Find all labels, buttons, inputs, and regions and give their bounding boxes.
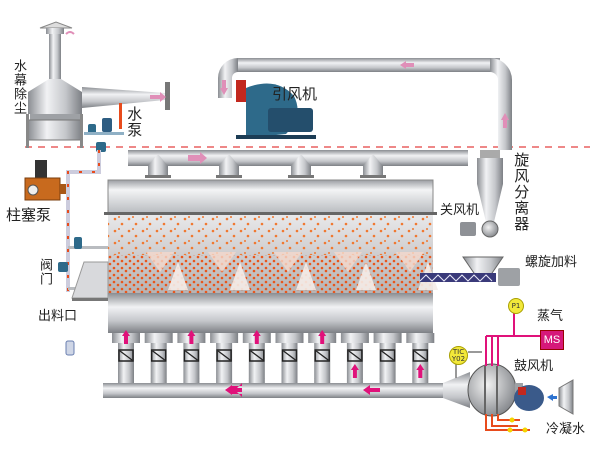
condensate-lines — [485, 414, 530, 433]
label-steam: 蒸气 — [537, 309, 564, 324]
manifold-hood — [216, 154, 242, 178]
spray-cone — [230, 262, 250, 290]
air-chamber — [275, 333, 304, 392]
manifold-hood — [145, 154, 171, 178]
valve-lower — [58, 262, 68, 272]
label-water-curtain-dust: 水幕除尘 — [10, 59, 26, 115]
dryer-body — [71, 179, 438, 333]
label-condensate: 冷凝水 — [546, 422, 586, 437]
airflow-up-arrow — [350, 364, 359, 378]
induced-fan — [236, 80, 316, 139]
airflow-up-arrow — [122, 330, 130, 344]
airflow-arrow — [225, 385, 242, 395]
manifold-hood — [360, 154, 386, 178]
spray-cone — [296, 262, 316, 290]
damper — [379, 349, 396, 362]
air-chamber — [242, 330, 271, 392]
plunger-pump — [24, 160, 68, 201]
cyclone-separator — [460, 150, 503, 238]
label-plunger-pump: 柱塞泵 — [6, 206, 52, 224]
damper — [118, 349, 134, 362]
exhaust-arrow-left — [150, 92, 166, 102]
screw-feeder — [419, 256, 520, 286]
label-valve: 阀门 — [36, 258, 52, 286]
airlock-fan — [460, 222, 476, 236]
label-screw-feeder: 螺旋加料 — [525, 255, 578, 270]
airflow-up-arrow — [416, 364, 425, 378]
updraft-arrow — [501, 113, 509, 128]
tic-label: TIC — [452, 347, 465, 356]
air-chamber — [308, 330, 337, 392]
spray-cone — [146, 252, 174, 272]
downdraft-arrow — [220, 80, 228, 95]
tic-id-label: Y02 — [451, 354, 466, 363]
water-pump — [84, 103, 124, 152]
exhaust-arrow — [400, 61, 414, 69]
air-chamber — [406, 333, 435, 392]
airflow-arrow — [363, 385, 380, 395]
steam-source-ms: MS — [540, 330, 564, 350]
air-chambers — [112, 330, 435, 392]
damper — [281, 349, 298, 362]
pressure-gauge-label: P1 — [511, 301, 521, 310]
airflow-up-arrow — [187, 330, 196, 344]
air-chamber — [177, 330, 206, 392]
damper — [183, 349, 200, 362]
spray-cone — [168, 262, 188, 290]
airflow-up-arrow — [318, 330, 327, 344]
airflow-up-arrow — [252, 330, 261, 344]
label-water-pump: 水泵 — [125, 106, 144, 138]
spray-cone — [334, 252, 362, 272]
label-airlock-fan: 关风机 — [440, 203, 480, 218]
label-cyclone-separator: 旋风分离器 — [512, 152, 531, 232]
exhaust-manifold — [128, 150, 468, 178]
label-induced-fan: 引风机 — [272, 85, 318, 103]
spray-cone — [396, 252, 424, 272]
sample-bottle — [65, 340, 75, 356]
damper — [216, 349, 232, 362]
label-blower: 鼓风机 — [514, 359, 554, 374]
air-header-pipe — [103, 383, 443, 398]
label-discharge-port: 出料口 — [38, 309, 78, 324]
induced-fan-duct — [218, 58, 512, 150]
steam-heater — [443, 363, 523, 417]
spray-cone — [356, 262, 376, 290]
water-curtain-dust-collector — [26, 21, 170, 148]
blower — [514, 379, 574, 415]
steam-lines — [455, 313, 550, 378]
damper — [314, 349, 330, 362]
spray-cone — [274, 252, 302, 272]
pressure-gauge-p1: P1 — [508, 298, 524, 314]
damper — [150, 349, 167, 362]
damper — [249, 349, 265, 362]
valve-upper — [74, 237, 82, 249]
air-chamber — [112, 330, 140, 392]
damper — [347, 349, 363, 362]
manifold-hood — [288, 154, 314, 178]
spray-cone — [208, 252, 236, 272]
damper — [412, 349, 429, 362]
